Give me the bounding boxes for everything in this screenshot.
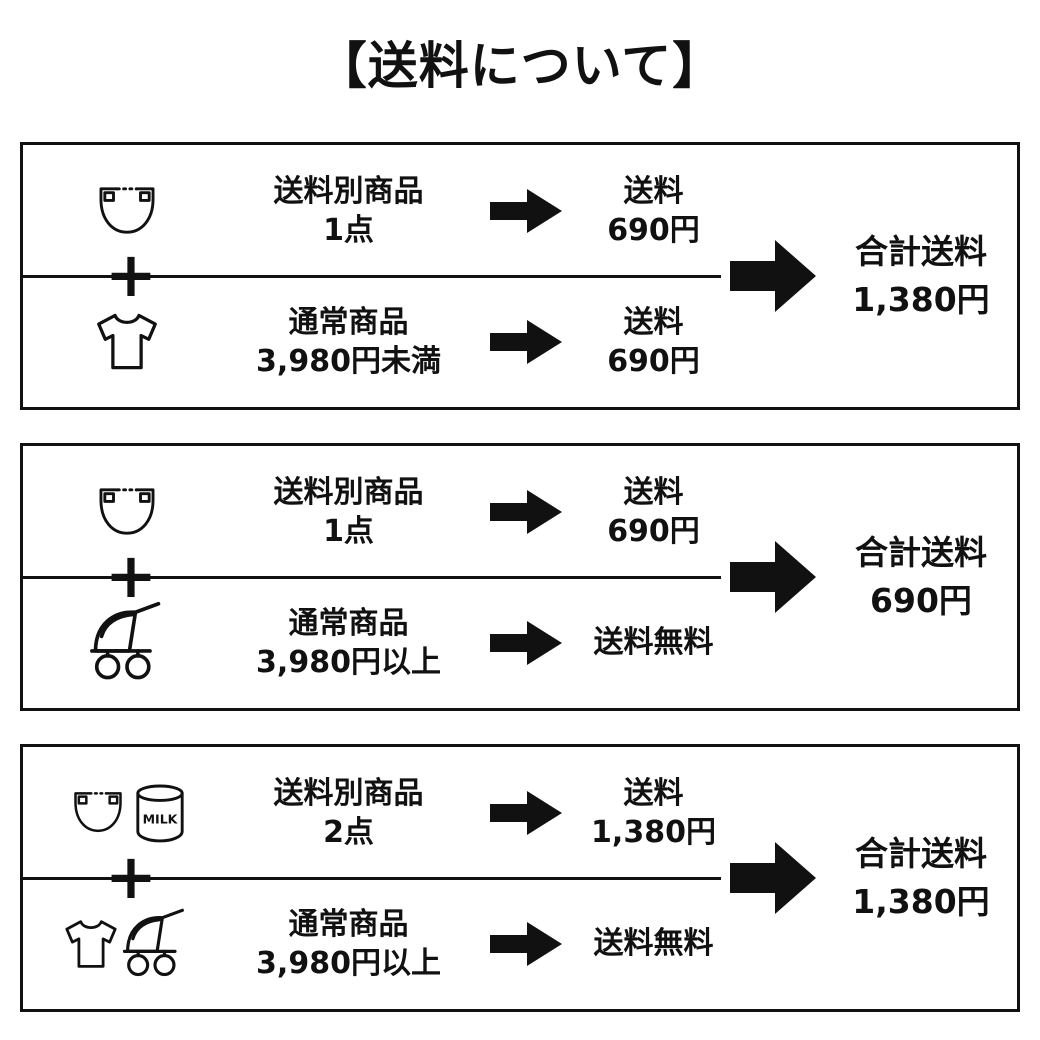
arrow-right-icon <box>490 188 562 233</box>
product-label: 送料別商品 2点 <box>231 774 466 852</box>
items-section: 送料別商品 2点 送料 1,380円 + 通常商品 <box>23 747 721 1009</box>
fee-label: 送料 690円 <box>586 473 721 551</box>
item-icons <box>23 310 231 373</box>
product-label: 通常商品 3,980円以上 <box>231 905 466 983</box>
arrow-right-icon <box>466 319 586 364</box>
total-shipping: 合計送料 1,380円 <box>825 747 1017 1009</box>
item-icons <box>23 783 231 843</box>
diaper-icon <box>99 186 155 234</box>
total-shipping: 合計送料 690円 <box>825 446 1017 708</box>
page-title: 【送料について】 <box>316 37 724 95</box>
stroller-icon <box>90 601 161 680</box>
shipping-panel-1: 送料別商品 1点 送料 690円 + 通常商品 3,980 <box>20 142 1020 410</box>
item-icons <box>23 907 231 981</box>
total-shipping: 合計送料 1,380円 <box>825 145 1017 407</box>
shipping-panel-3: 送料別商品 2点 送料 1,380円 + 通常商品 <box>20 744 1020 1012</box>
plus-sign: + <box>105 237 157 311</box>
fee-label: 送料無料 <box>586 623 721 662</box>
product-label: 通常商品 3,980円未満 <box>231 303 466 381</box>
regular-item-row: 通常商品 3,980円以上 送料無料 <box>23 878 721 1009</box>
arrow-right-icon <box>466 921 586 966</box>
product-line1: 送料別商品 <box>273 775 424 811</box>
fee-line1: 送料無料 <box>593 926 714 961</box>
total-value: 1,380円 <box>852 882 990 921</box>
fee-line1: 送料 <box>623 775 684 811</box>
fee-label: 送料 690円 <box>586 172 721 250</box>
arrow-right-large-icon <box>721 747 825 1009</box>
product-line1: 通常商品 <box>288 906 409 942</box>
arrow-right-large-icon <box>721 446 825 708</box>
arrow-right-icon <box>466 188 586 233</box>
fee-line2: 690円 <box>607 343 700 379</box>
stroller-icon <box>122 908 184 976</box>
fee-line1: 送料無料 <box>593 625 714 660</box>
item-icons <box>23 184 231 238</box>
items-section: 送料別商品 1点 送料 690円 + 通常商品 3,980 <box>23 145 721 407</box>
divider-line <box>23 876 721 880</box>
total-value: 690円 <box>870 581 972 620</box>
arrow-right-icon <box>466 489 586 534</box>
product-line2: 3,980円未満 <box>256 343 441 379</box>
fee-label: 送料 1,380円 <box>586 774 721 852</box>
product-line2: 2点 <box>323 814 374 850</box>
regular-item-row: 通常商品 3,980円未満 送料 690円 <box>23 276 721 407</box>
shipping-item-row: 送料別商品 1点 送料 690円 <box>23 145 721 276</box>
arrow-right-icon <box>466 620 586 665</box>
arrow-right-large-icon <box>730 842 816 914</box>
fee-line2: 690円 <box>607 212 700 248</box>
fee-line1: 送料 <box>623 304 684 340</box>
total-label: 合計送料 <box>855 834 987 874</box>
product-label: 送料別商品 1点 <box>231 172 466 250</box>
product-line1: 通常商品 <box>288 605 409 641</box>
fee-label: 送料無料 <box>586 924 721 963</box>
arrow-right-large-icon <box>730 541 816 613</box>
divider-line <box>23 575 721 579</box>
product-line2: 1点 <box>323 212 374 248</box>
shipping-panel-2: 送料別商品 1点 送料 690円 + 通常商品 3,980 <box>20 443 1020 711</box>
arrow-right-icon <box>466 790 586 835</box>
shipping-item-row: 送料別商品 1点 送料 690円 <box>23 446 721 577</box>
product-line1: 通常商品 <box>288 304 409 340</box>
arrow-right-icon <box>490 319 562 364</box>
total-label: 合計送料 <box>855 232 987 272</box>
product-line1: 送料別商品 <box>273 474 424 510</box>
tshirt-icon <box>64 919 117 968</box>
arrow-right-icon <box>490 489 562 534</box>
fee-line1: 送料 <box>623 474 684 510</box>
divider-line <box>23 274 721 278</box>
item-icons <box>23 600 231 685</box>
total-value: 1,380円 <box>852 280 990 319</box>
arrow-right-large-icon <box>730 240 816 312</box>
arrow-right-icon <box>490 790 562 835</box>
fee-label: 送料 690円 <box>586 303 721 381</box>
milk-can-icon <box>135 784 184 842</box>
diaper-icon <box>99 487 155 535</box>
fee-line2: 1,380円 <box>591 814 716 850</box>
product-line2: 1点 <box>323 513 374 549</box>
plus-sign: + <box>105 839 157 913</box>
shipping-info-page: 【送料について】 送料別商品 1点 送料 690円 + <box>20 0 1020 1012</box>
fee-line1: 送料 <box>623 173 684 209</box>
arrow-right-large-icon <box>721 145 825 407</box>
diaper-icon <box>73 792 122 833</box>
shipping-item-row: 送料別商品 2点 送料 1,380円 <box>23 747 721 878</box>
item-icons <box>23 485 231 539</box>
total-label: 合計送料 <box>855 533 987 573</box>
regular-item-row: 通常商品 3,980円以上 送料無料 <box>23 577 721 708</box>
product-label: 通常商品 3,980円以上 <box>231 604 466 682</box>
product-label: 送料別商品 1点 <box>231 473 466 551</box>
plus-sign: + <box>105 538 157 612</box>
product-line1: 送料別商品 <box>273 173 424 209</box>
product-line2: 3,980円以上 <box>256 945 441 981</box>
arrow-right-icon <box>490 921 562 966</box>
fee-line2: 690円 <box>607 513 700 549</box>
items-section: 送料別商品 1点 送料 690円 + 通常商品 3,980 <box>23 446 721 708</box>
arrow-right-icon <box>490 620 562 665</box>
tshirt-icon <box>97 313 157 370</box>
product-line2: 3,980円以上 <box>256 644 441 680</box>
